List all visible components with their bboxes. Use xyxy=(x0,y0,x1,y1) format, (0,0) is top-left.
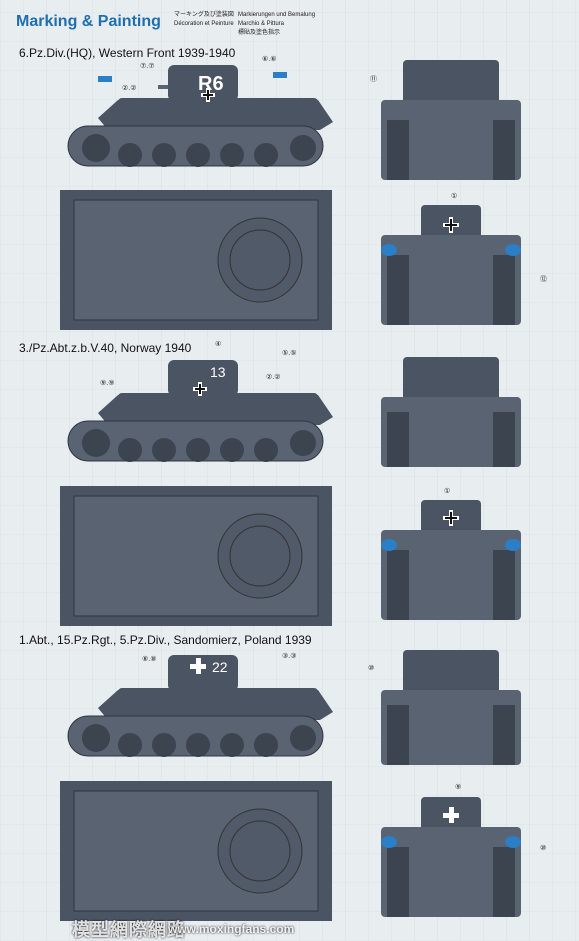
tank-top-view-1 xyxy=(60,190,332,330)
callout-22b: ②.② xyxy=(266,374,281,381)
title-de: Markierungen und Bemalung xyxy=(238,12,316,18)
callout-4: ④ xyxy=(215,341,222,348)
taillight-icon xyxy=(381,836,397,848)
callout-1b: ① xyxy=(444,488,451,495)
section-3-label: 1.Abt., 15.Pz.Rgt., 5.Pz.Div., Sandomier… xyxy=(19,633,312,647)
turret-marking-3: 22 xyxy=(212,659,228,675)
section-1-label: 6.Pz.Div.(HQ), Western Front 1939-1940 xyxy=(19,46,236,60)
white-cross-icon xyxy=(190,658,206,674)
page-title: Marking & Painting xyxy=(16,13,161,30)
paint-swatch-icon xyxy=(98,76,112,82)
callout-66: ⑥.⑥ xyxy=(262,56,277,63)
title-cn: 標貼及塗色指示 xyxy=(238,30,281,36)
tank-front-view-3 xyxy=(381,650,521,765)
tank-side-view-3: 22 xyxy=(67,655,333,757)
tank-top-view-2 xyxy=(60,486,332,626)
section-2-label: 3./Pz.Abt.z.b.V.40, Norway 1940 xyxy=(19,341,192,355)
paint-swatch-icon xyxy=(273,72,287,78)
turret-marking-1: R6 xyxy=(198,73,224,95)
callout-11: ⑪ xyxy=(370,76,377,83)
tank-side-view-2: 13 xyxy=(67,360,333,462)
watermark-logo: 模型網際網路 xyxy=(72,920,186,940)
watermark-url: www.moxingfans.com xyxy=(168,922,295,936)
tank-side-view-1: R6 xyxy=(67,65,333,167)
taillight-icon xyxy=(381,244,397,256)
tank-front-view-2 xyxy=(381,357,521,467)
callout-12: ⑫ xyxy=(540,276,547,283)
turret-marking-2: 13 xyxy=(210,364,226,380)
balkenkreuz-icon xyxy=(443,510,459,526)
tank-front-view-1 xyxy=(381,60,521,180)
callout-88: ⑧.⑧ xyxy=(142,656,157,663)
tank-top-view-3 xyxy=(60,781,332,921)
callout-10: ⑩ xyxy=(368,665,375,672)
tank-rear-view-2 xyxy=(381,500,521,620)
callout-77: ⑦.⑦ xyxy=(140,63,155,70)
callout-33: ③.③ xyxy=(282,653,297,660)
taillight-icon xyxy=(505,244,521,256)
callout-1: ① xyxy=(451,193,458,200)
callout-9: ⑨ xyxy=(455,784,462,791)
title-it: Marchio & Pittura xyxy=(238,21,285,27)
taillight-icon xyxy=(505,539,521,551)
callout-99: ⑨.⑨ xyxy=(100,380,115,387)
taillight-icon xyxy=(381,539,397,551)
tank-rear-view-1 xyxy=(381,205,521,325)
callout-10b: ⑩ xyxy=(540,845,547,852)
callout-22: ②.② xyxy=(122,85,137,92)
tank-rear-view-3 xyxy=(381,797,521,917)
title-fr: Décoration et Peinture xyxy=(174,21,234,27)
white-cross-icon xyxy=(443,807,459,823)
callout-55: ⑤.⑤ xyxy=(282,350,297,357)
taillight-icon xyxy=(505,836,521,848)
balkenkreuz-icon xyxy=(443,217,459,233)
title-jp: マーキング及び塗装図 xyxy=(174,12,234,18)
balkenkreuz-icon xyxy=(201,88,215,102)
balkenkreuz-icon xyxy=(193,382,207,396)
